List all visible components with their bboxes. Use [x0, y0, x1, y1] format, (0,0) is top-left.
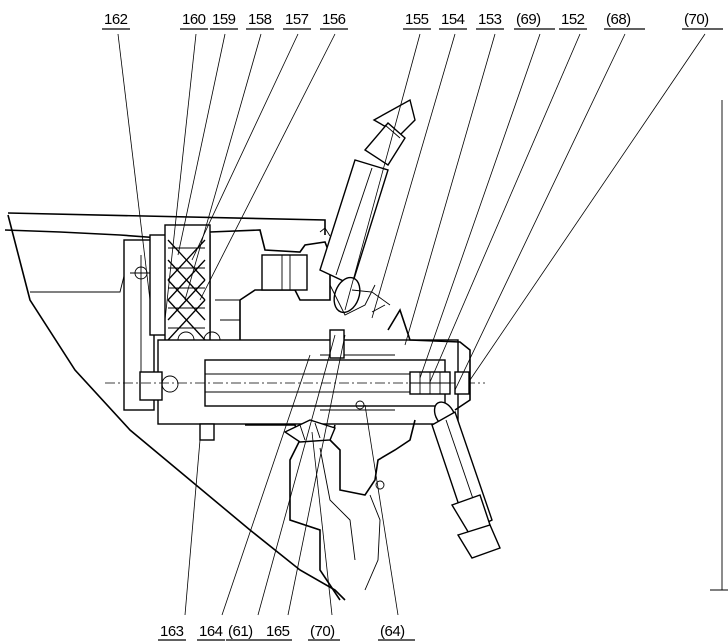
- leader-lines-top: [117, 33, 706, 391]
- label-64: (64): [380, 623, 405, 640]
- label-152: 152: [561, 11, 585, 28]
- label-68: (68): [606, 11, 631, 28]
- label-158: 158: [248, 11, 272, 28]
- label-70-bottom: (70): [310, 623, 335, 640]
- label-164: 164: [199, 623, 223, 640]
- label-159: 159: [212, 11, 236, 28]
- housing-outline: [4, 212, 346, 601]
- label-156: 156: [322, 11, 346, 28]
- label-61: (61): [228, 623, 253, 640]
- label-157: 157: [285, 11, 309, 28]
- right-edge-line: [710, 100, 728, 591]
- label-165: 165: [266, 623, 290, 640]
- labels-bottom: 163 164 (61) 165 (70) (64): [158, 623, 415, 641]
- lower-housing: [245, 400, 416, 601]
- label-163: 163: [160, 623, 184, 640]
- label-162: 162: [104, 11, 128, 28]
- label-154: 154: [441, 11, 465, 28]
- upper-lever: [319, 98, 416, 316]
- label-155: 155: [405, 11, 429, 28]
- leader-lines-bottom: [184, 334, 399, 616]
- label-160: 160: [182, 11, 206, 28]
- label-69: (69): [516, 11, 541, 28]
- label-153: 153: [478, 11, 502, 28]
- label-70-top: (70): [684, 11, 709, 28]
- labels-top: 162 160 159 158 157 156 155 154 153 (69)…: [102, 11, 723, 30]
- lower-lever: [431, 401, 501, 559]
